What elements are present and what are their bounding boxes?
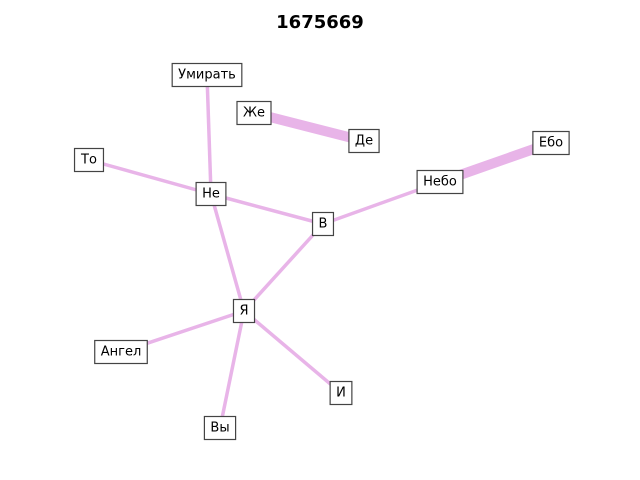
node-box bbox=[171, 62, 243, 88]
node-label: В bbox=[319, 217, 328, 232]
node-ебо: Ебо bbox=[532, 130, 570, 156]
node-label: То bbox=[80, 153, 97, 168]
node-умирать: Умирать bbox=[171, 62, 243, 88]
node-label: Де bbox=[355, 134, 373, 149]
edge-не-я bbox=[209, 193, 246, 312]
node-label: Не bbox=[202, 187, 220, 202]
node-label: Вы bbox=[210, 421, 229, 436]
edge-умирать-не bbox=[205, 74, 213, 195]
node-label: Небо bbox=[423, 175, 457, 190]
node-же: Же bbox=[236, 100, 272, 126]
node-box bbox=[94, 339, 148, 365]
node-box bbox=[203, 415, 237, 441]
node-label: Ангел bbox=[101, 345, 142, 360]
node-label: Умирать bbox=[178, 68, 236, 83]
node-box bbox=[311, 211, 335, 237]
node-не: Не bbox=[195, 181, 227, 207]
edge-не-в bbox=[210, 192, 324, 226]
node-box bbox=[236, 100, 272, 126]
edge-же-де bbox=[252, 108, 366, 146]
node-я: Я bbox=[232, 298, 256, 324]
node-label: Ебо bbox=[539, 136, 563, 151]
node-box bbox=[348, 128, 380, 154]
node-label: Я bbox=[239, 304, 248, 319]
node-box bbox=[416, 169, 464, 195]
node-box bbox=[532, 130, 570, 156]
node-box bbox=[73, 147, 105, 173]
node-де: Де bbox=[348, 128, 380, 154]
node-вы: Вы bbox=[203, 415, 237, 441]
node-в: В bbox=[311, 211, 335, 237]
node-и: И bbox=[329, 380, 353, 406]
diagram-title: 1675669 bbox=[276, 12, 364, 33]
node-box bbox=[329, 380, 353, 406]
edges-layer bbox=[88, 74, 553, 429]
node-ангел: Ангел bbox=[94, 339, 148, 365]
node-box bbox=[232, 298, 256, 324]
node-небо: Небо bbox=[416, 169, 464, 195]
node-то: То bbox=[73, 147, 105, 173]
edge-в-я bbox=[242, 222, 325, 313]
edge-то-не bbox=[88, 158, 212, 196]
edge-я-и bbox=[242, 309, 343, 395]
node-label: Же bbox=[243, 106, 265, 121]
edge-я-вы bbox=[218, 310, 246, 429]
node-label: И bbox=[336, 386, 346, 401]
node-box bbox=[195, 181, 227, 207]
